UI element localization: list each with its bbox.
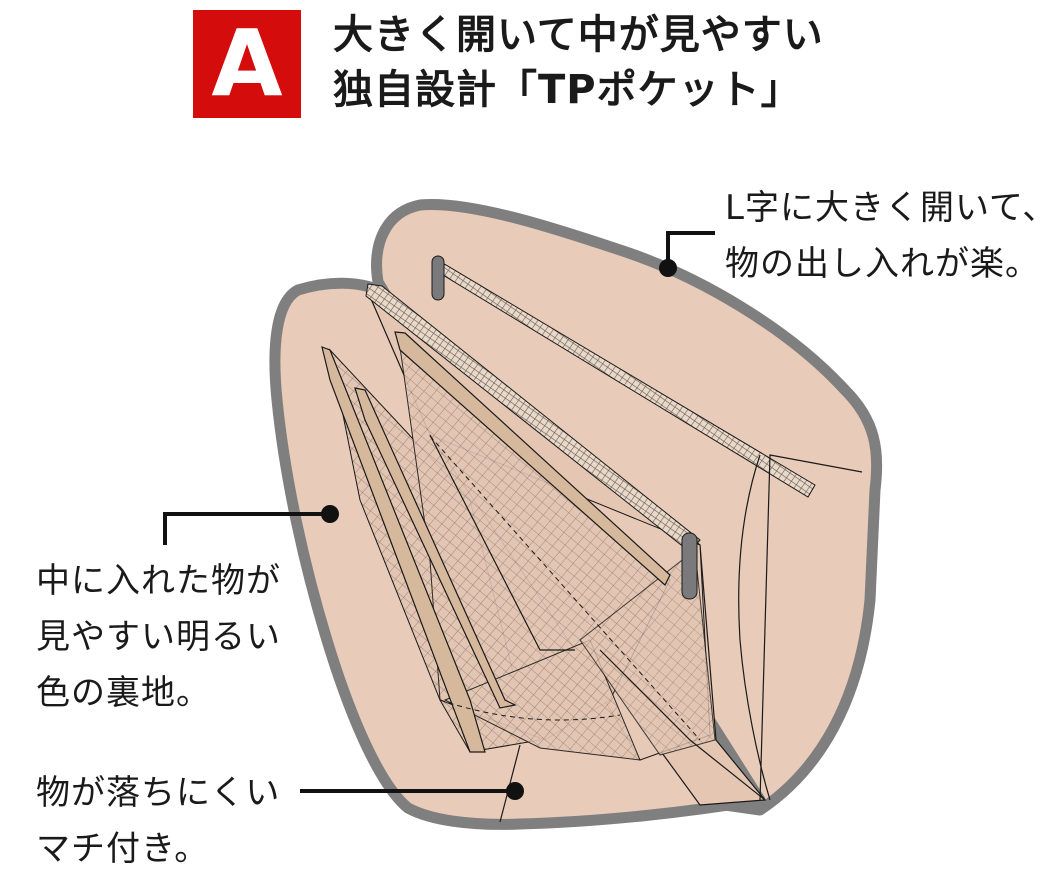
callout-open-line-1: L字に大きく開いて、: [725, 188, 1056, 228]
callout-open-line-2: 物の出し入れが楽。: [725, 244, 1040, 284]
seam-lines: [429, 434, 863, 823]
card-slot-strip-2: [354, 387, 517, 709]
leader-open: [666, 231, 715, 268]
badge-letter: A: [211, 10, 283, 117]
callout-lining-line-2: 見やすい明るい: [36, 617, 281, 657]
mesh-pocket-right: [579, 549, 716, 756]
dot-lining: [321, 505, 339, 523]
headline: 大きく開いて中が見やすい 独自設計「TPポケット」: [333, 8, 824, 118]
dot-open: [659, 259, 677, 277]
callout-lining-line-1: 中に入れた物が: [36, 561, 281, 601]
dot-gusset: [506, 782, 524, 800]
mesh-pocket-lower: [443, 639, 641, 761]
callout-leaders: [163, 231, 715, 793]
section-badge: A: [193, 10, 301, 118]
card-slot-strip-3: [394, 331, 671, 586]
headline-line-1: 大きく開いて中が見やすい: [333, 12, 824, 58]
card-slot-strip-1: [321, 346, 486, 753]
callout-lining: 中に入れた物が 見やすい明るい 色の裏地。: [36, 553, 281, 721]
callout-gusset-line-1: 物が落ちにくい: [36, 773, 281, 813]
callout-open: L字に大きく開いて、 物の出し入れが楽。: [725, 180, 1056, 292]
callout-lining-line-3: 色の裏地。: [36, 673, 211, 713]
headline-line-2: 独自設計「TPポケット」: [333, 67, 802, 113]
leader-lining: [163, 512, 330, 545]
stitch-lines: [429, 435, 701, 741]
callout-gusset-line-2: マチ付き。: [36, 829, 210, 869]
zipper-pull-top: [431, 255, 445, 301]
zipper-pull-bottom: [681, 532, 698, 600]
